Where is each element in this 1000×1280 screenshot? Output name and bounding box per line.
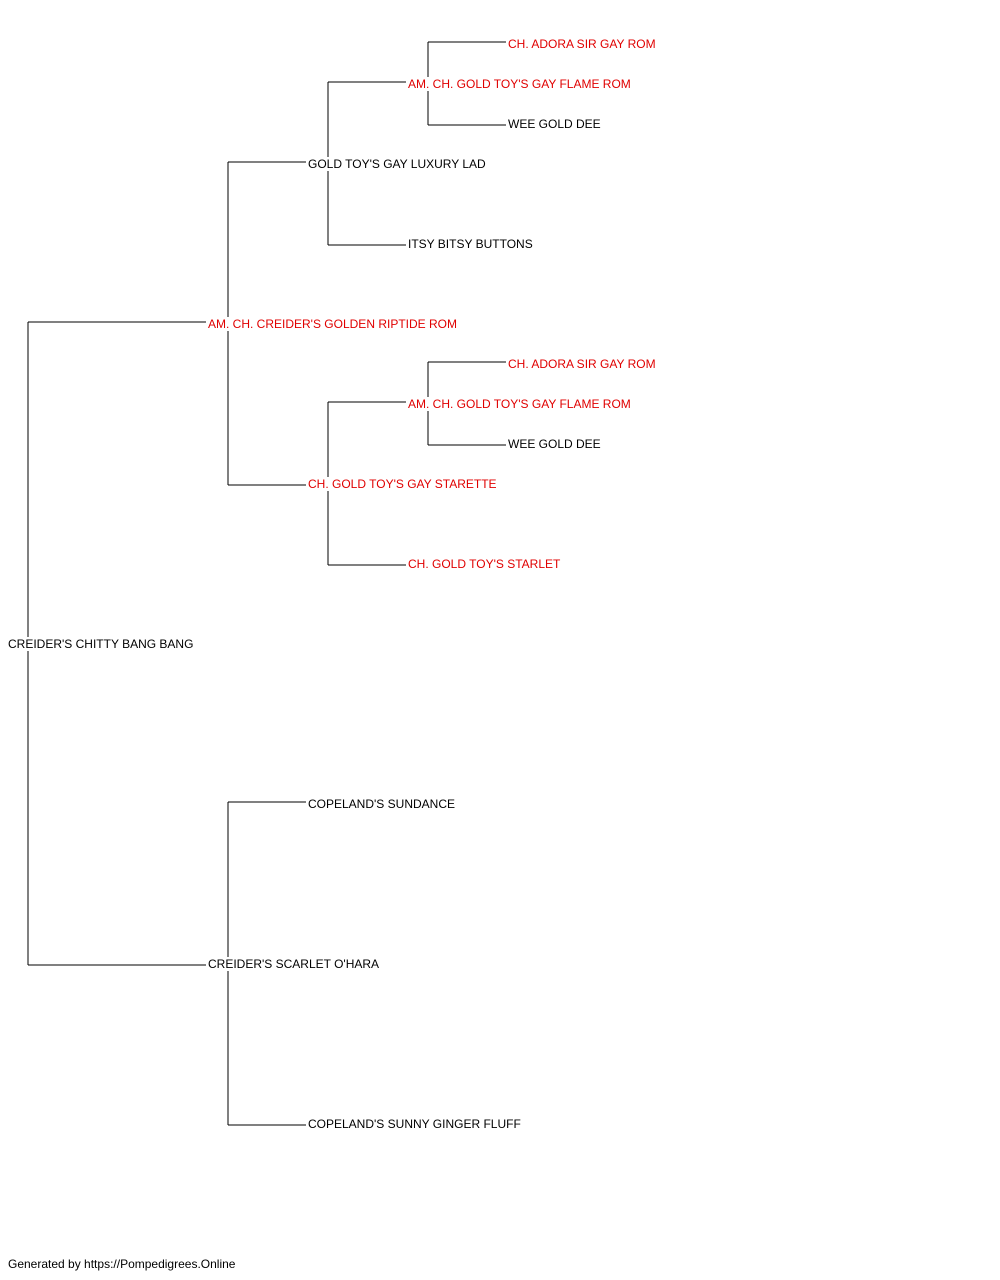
pedigree-node-dam-dam: COPELAND'S SUNNY GINGER FLUFF [308,1117,523,1131]
pedigree-node-sire-dam: CH. GOLD TOY'S GAY STARETTE [308,477,499,491]
pedigree-node-sire-dam-dam: CH. GOLD TOY'S STARLET [408,557,563,571]
pedigree-node-sire-sire-dam: ITSY BITSY BUTTONS [408,237,535,251]
pedigree-node-sire-sire: GOLD TOY'S GAY LUXURY LAD [308,157,488,171]
pedigree-node-subject: CREIDER'S CHITTY BANG BANG [8,637,196,651]
pedigree-node-sire-dam-sire-dam: WEE GOLD DEE [508,437,603,451]
pedigree-node-sire-sire-sire: AM. CH. GOLD TOY'S GAY FLAME ROM [408,77,633,91]
pedigree-node-sire: AM. CH. CREIDER'S GOLDEN RIPTIDE ROM [208,317,459,331]
generated-by-footer: Generated by https://Pompedigrees.Online [8,1257,236,1271]
pedigree-node-sire-dam-sire-sire: CH. ADORA SIR GAY ROM [508,357,658,371]
pedigree-node-sire-sire-sire-dam: WEE GOLD DEE [508,117,603,131]
pedigree-node-sire-sire-sire-sire: CH. ADORA SIR GAY ROM [508,37,658,51]
pedigree-node-dam-sire: COPELAND'S SUNDANCE [308,797,457,811]
pedigree-node-sire-dam-sire: AM. CH. GOLD TOY'S GAY FLAME ROM [408,397,633,411]
pedigree-node-dam: CREIDER'S SCARLET O'HARA [208,957,382,971]
